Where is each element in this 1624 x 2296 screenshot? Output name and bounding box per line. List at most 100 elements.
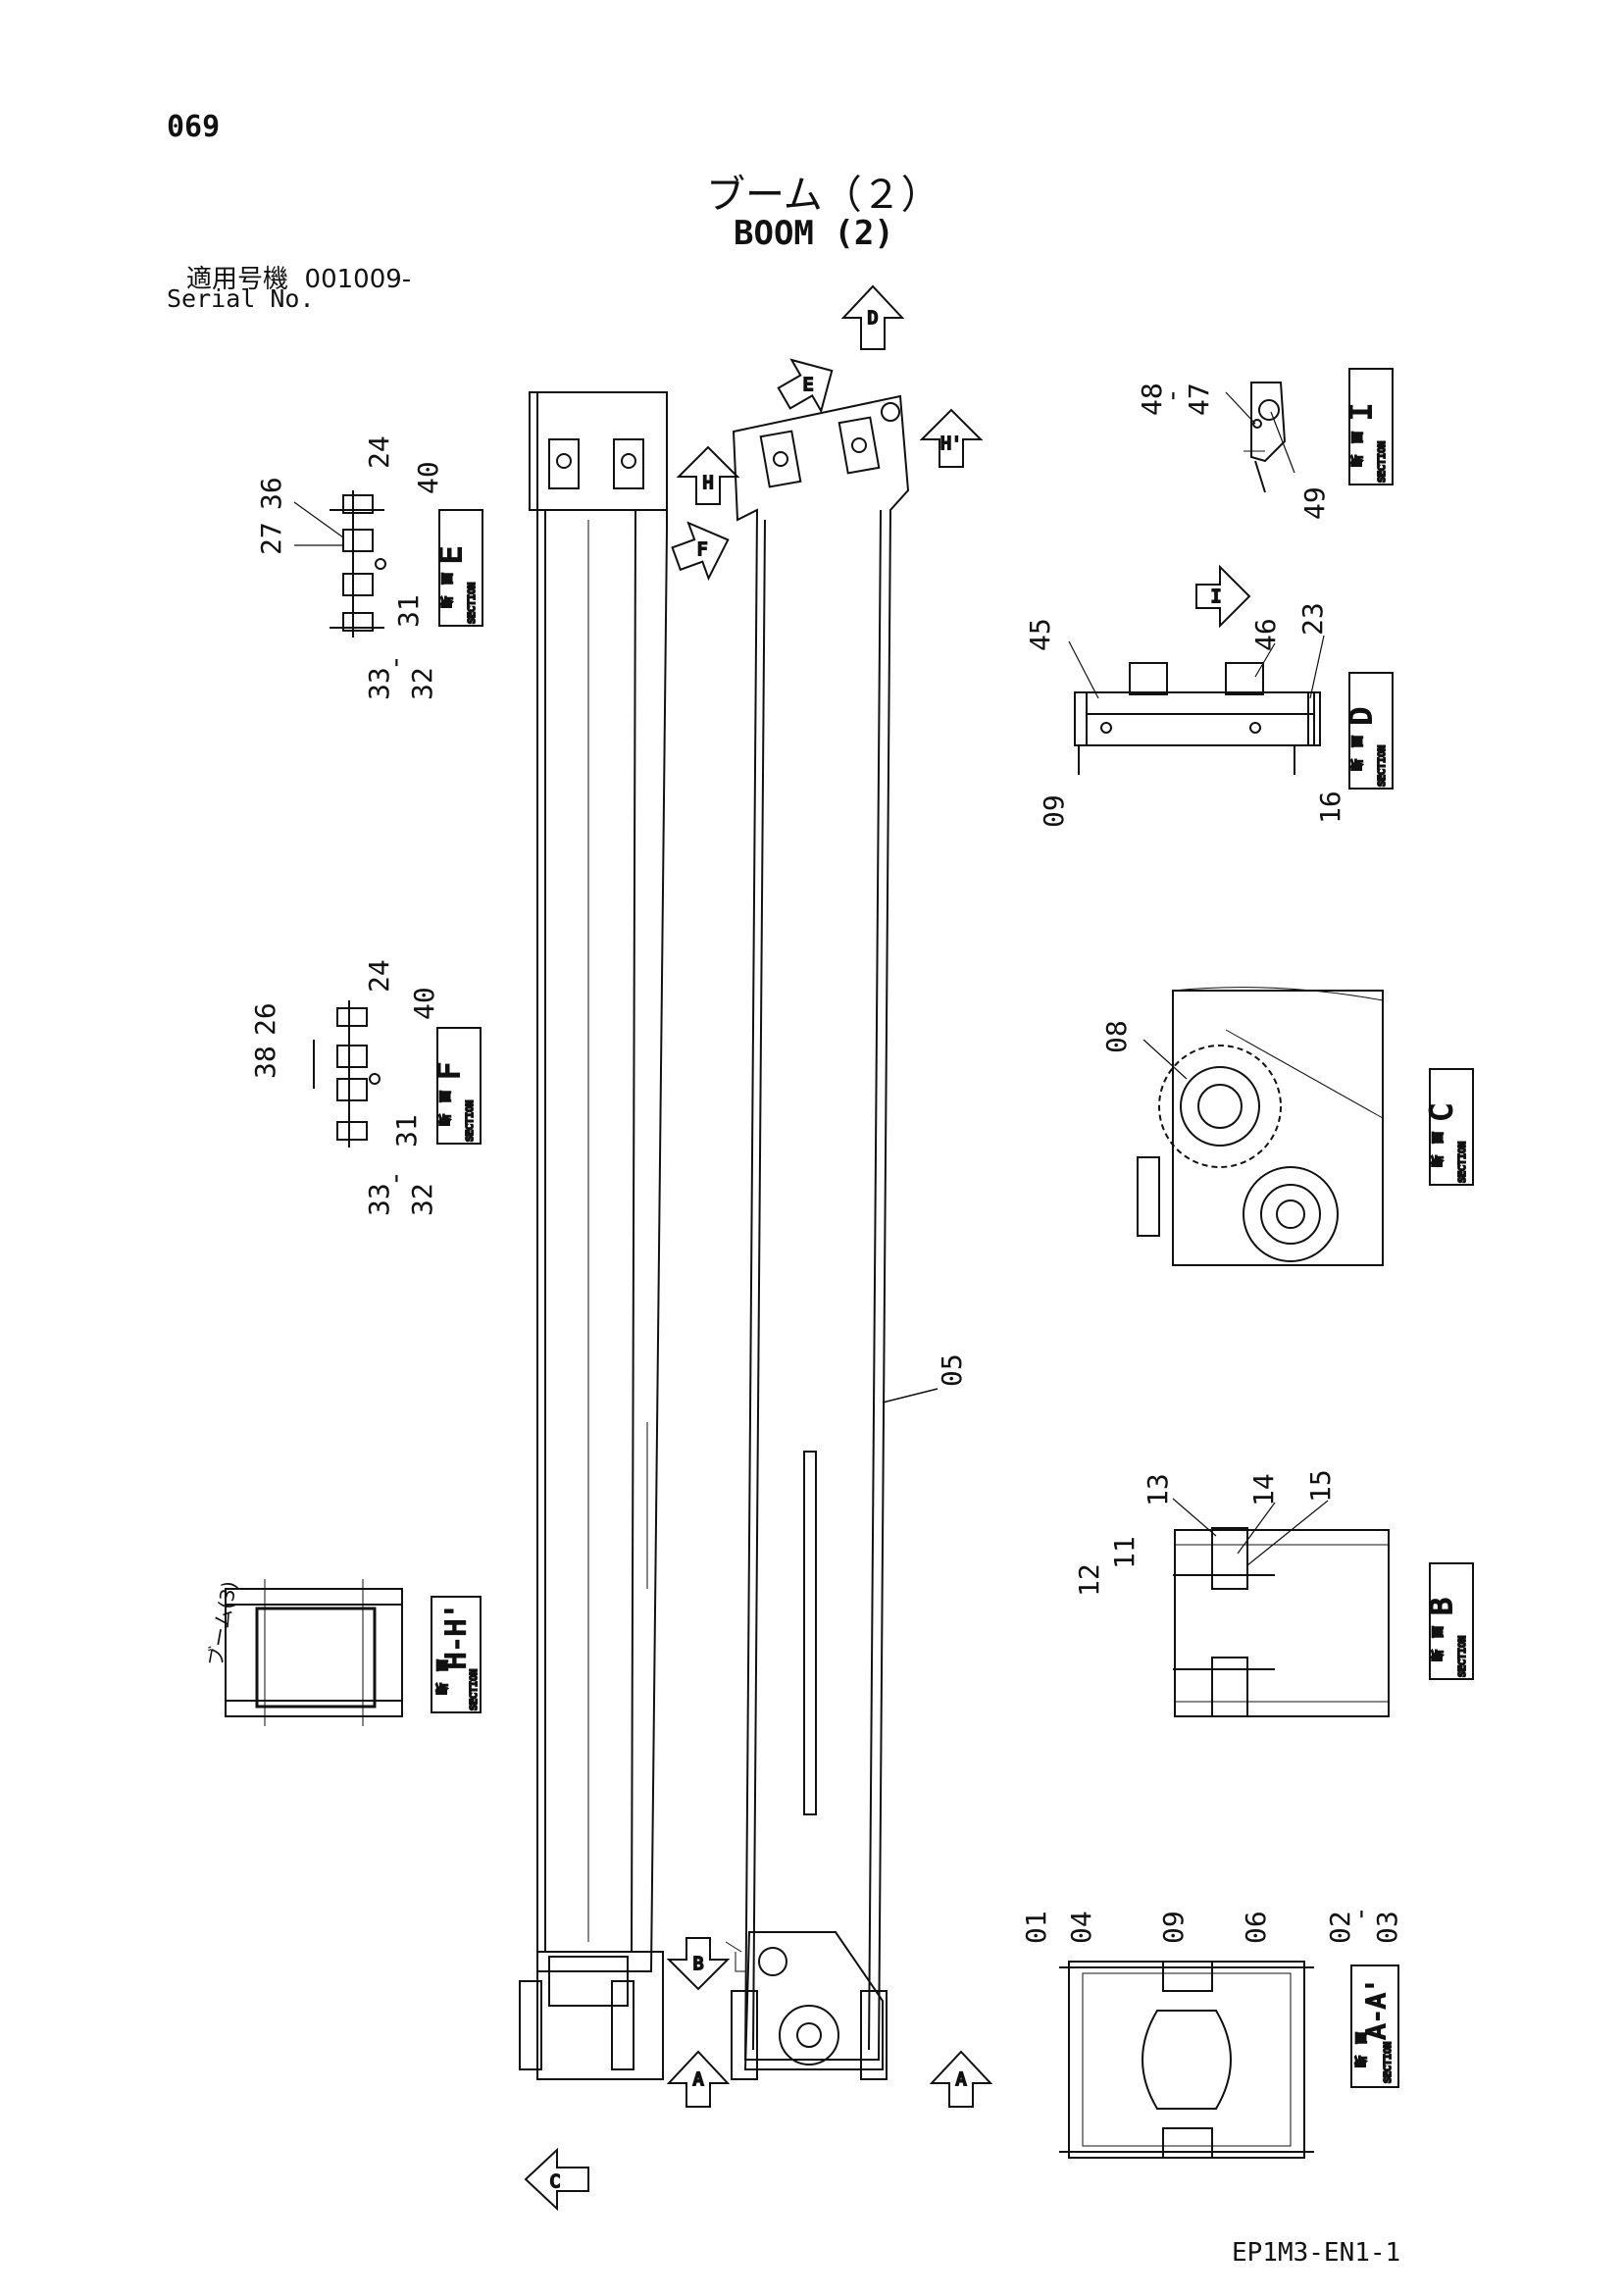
callouts-section-i: 48 - 47 49 [1136,383,1331,520]
section-c-detail [1137,987,1384,1266]
section-hh-label: H-H' [439,1603,472,1668]
callout-11: 11 [1108,1536,1141,1569]
view-arrow-i: I [1195,564,1251,629]
callout-01: 01 [1020,1911,1052,1944]
view-arrow-c: C [524,2147,589,2212]
callout-24-f: 24 [363,959,395,993]
view-arrow-f-label: F [697,539,708,560]
view-arrow-b-label: B [693,1954,704,1974]
section-f-en: SECTION [465,1100,476,1142]
callout-45: 45 [1024,618,1056,651]
callout-46: 46 [1249,618,1282,651]
section-d-detail [1074,662,1321,775]
leader-05 [882,1388,939,1403]
boom-left-view [519,391,668,2080]
section-b-en: SECTION [1457,1636,1468,1677]
callout-33: 33 [363,667,395,700]
section-aa-label: A-A' [1362,1978,1392,2040]
callout-38: 38 [249,1046,281,1079]
section-hh-jp: 断 面 [434,1659,449,1695]
view-arrow-a-left-label: A [693,2069,704,2090]
page-title-en: BOOM (2) [734,214,894,253]
view-arrow-f: F [671,521,730,582]
serial-label-jp-text: 適用号機 [186,265,289,294]
callout-32: 32 [406,667,438,700]
section-box-i: I 断 面 SECTION [1344,368,1394,485]
serial-label-jp: 適用号機 001009- [186,259,411,295]
page-number: 069 [167,110,221,144]
callout-49: 49 [1298,486,1331,520]
callouts-section-b: 13 14 15 11 12 [1073,1469,1337,1597]
serial-label-en: Serial No. [167,284,315,313]
leader-lines [293,391,1329,1566]
callouts-boom: 05 [936,1353,968,1387]
section-b-jp: 断 面 [1430,1626,1445,1661]
callouts-section-e: 36 27 24 40 31 33 - 32 [255,435,444,700]
view-arrow-b: B [666,1937,731,1991]
callout-16: 16 [1314,791,1346,824]
section-i-detail [1243,382,1287,493]
section-hh-en: SECTION [469,1669,480,1710]
callout-dash-i: - [1155,387,1188,404]
section-d-en: SECTION [1377,745,1388,787]
section-aa-detail [1059,1961,1314,2159]
callout-08: 08 [1100,1020,1133,1053]
callout-40: 40 [412,461,444,494]
section-box-e: E 断 面 SECTION [433,509,483,627]
boom-right-view [725,394,910,2080]
section-box-b: B 断 面 SECTION [1424,1562,1474,1680]
section-c-jp: 断 面 [1430,1132,1445,1167]
callout-48: 48 [1136,383,1168,416]
callout-15: 15 [1304,1469,1337,1503]
view-arrow-i-label: I [1211,587,1222,607]
callout-09-d: 09 [1038,794,1070,828]
callouts-section-aa: 01 04 09 06 02 - 03 [1020,1906,1403,1944]
section-aa-jp: 断 面 [1353,2032,1368,2067]
callout-03: 03 [1371,1911,1403,1944]
callout-31: 31 [392,594,425,628]
callout-47: 47 [1183,383,1215,416]
section-e-detail [330,490,386,638]
section-b-detail [1173,1527,1390,1717]
callout-05: 05 [936,1353,968,1387]
section-aa-en: SECTION [1383,2042,1394,2083]
callout-23: 23 [1296,602,1329,636]
section-i-jp: 断 面 [1349,432,1364,467]
section-box-aa: A-A' 断 面 SECTION [1350,1964,1399,2088]
section-f-label: F [432,1062,467,1080]
view-arrow-h-label: H [703,473,714,493]
callout-32-f: 32 [406,1183,438,1216]
page-title-jp: ブーム（２） [706,173,940,218]
callout-02: 02 [1324,1911,1356,1944]
view-arrow-c-label: C [550,2171,561,2192]
callout-24: 24 [363,435,395,469]
callout-dash-e: - [379,654,411,671]
section-c-label: C [1425,1103,1459,1121]
callout-hh-note: ブーム(3) [203,1579,241,1668]
section-hh-detail [225,1579,403,1726]
callout-31-f: 31 [390,1114,423,1148]
section-d-label: D [1345,707,1379,725]
callout-26: 26 [249,1002,281,1036]
callout-06: 06 [1240,1911,1272,1944]
section-i-label: I [1345,403,1379,421]
callout-dash-f: - [379,1170,411,1187]
callout-36: 36 [255,477,287,510]
callout-14: 14 [1247,1473,1280,1506]
section-i-en: SECTION [1377,441,1388,483]
callout-04: 04 [1065,1911,1097,1944]
callouts-section-c: 08 [1100,1020,1133,1053]
section-e-en: SECTION [467,583,478,624]
view-arrow-e-label: E [803,375,814,395]
view-arrow-h-prime-label: H' [940,434,962,454]
callout-27: 27 [255,522,287,555]
view-arrow-h-right: H' [919,408,984,468]
section-box-f: F 断 面 SECTION [431,1027,482,1145]
view-arrow-d: D [840,284,905,350]
section-e-jp: 断 面 [439,573,454,608]
callouts-section-f: 26 38 24 40 31 33 - 32 [249,959,440,1216]
view-arrow-a-left: A [666,2050,731,2108]
hh-boom3-note: ブーム(3) [203,1579,241,1668]
section-box-hh: H-H' 断 面 SECTION [431,1596,482,1713]
